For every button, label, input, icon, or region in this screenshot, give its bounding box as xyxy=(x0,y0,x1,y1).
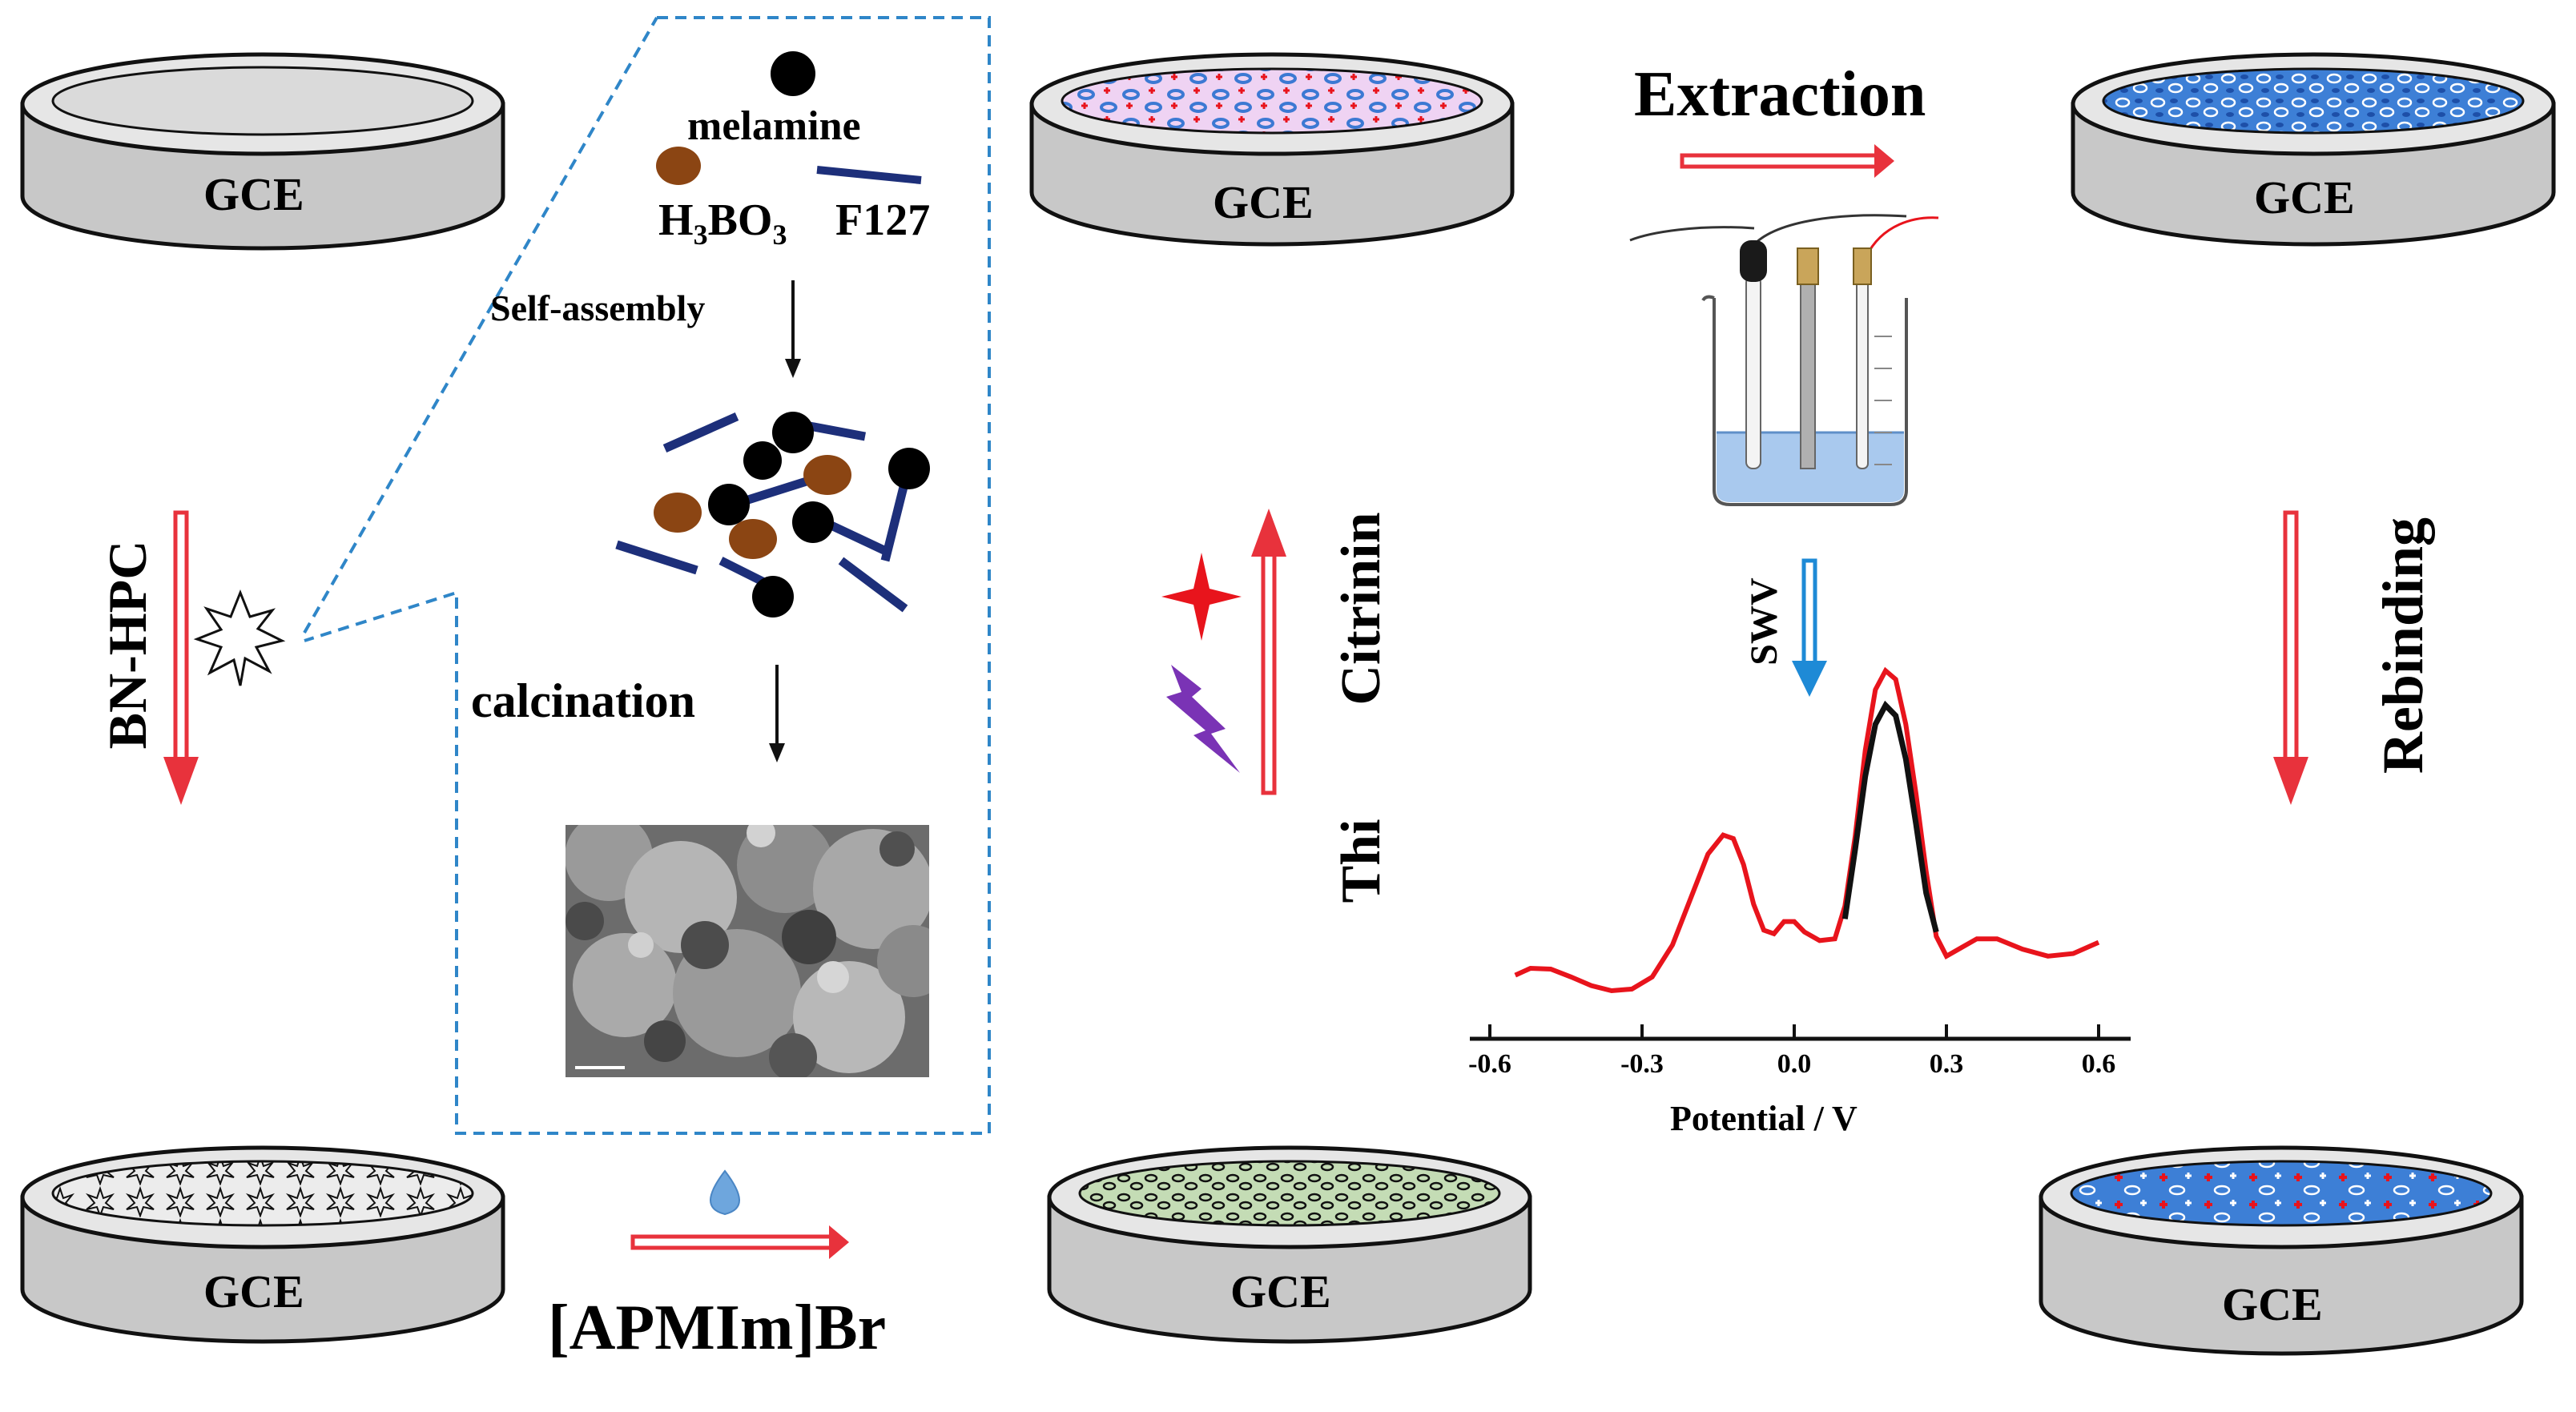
x-tick-label: -0.3 xyxy=(1620,1049,1664,1079)
step-label-extraction: Extraction xyxy=(1634,59,1926,130)
swv-voltammogram xyxy=(1470,666,2131,1041)
x-tick-label: 0.3 xyxy=(1929,1049,1964,1079)
h3bo3-molecule xyxy=(656,147,701,185)
electrode-bn-hpc xyxy=(20,1145,505,1344)
electrode-label-bn-hpc: GCE xyxy=(203,1265,304,1317)
arrow-polymerization-up xyxy=(1251,509,1286,795)
reference-electrode xyxy=(1745,276,1761,469)
series-red-trace xyxy=(1514,666,2100,994)
electrode-label-extracted: GCE xyxy=(2254,171,2355,223)
electrode-ionic-liquid xyxy=(1047,1145,1532,1344)
arrow-rebinding-down xyxy=(2273,510,2308,805)
droplet-icon xyxy=(710,1169,740,1216)
f127-label: F127 xyxy=(835,195,931,245)
electrochemical-cell xyxy=(1629,214,1939,506)
electrode-imprinted xyxy=(1029,52,1515,247)
electrode-bare xyxy=(20,52,505,251)
step-label-citrinin: Citrinin xyxy=(1330,512,1392,706)
x-tick-label: 0.0 xyxy=(1777,1049,1812,1079)
arrow-swv-down xyxy=(1792,558,1827,697)
arrow-apmim-right xyxy=(630,1225,849,1259)
calcination-label: calcination xyxy=(471,674,695,727)
bn-hpc-particle-icon xyxy=(193,589,286,686)
arrow-bnhpc-down xyxy=(163,510,199,805)
step-label-swv: SWV xyxy=(1743,577,1785,666)
synthesis-inset xyxy=(303,16,991,1135)
step-label-rebinding: Rebinding xyxy=(2371,517,2435,774)
sem-image xyxy=(566,825,929,1077)
citrinin-lightning-icon xyxy=(1166,665,1240,773)
melamine-molecule xyxy=(771,51,815,96)
electrode-label-imprinted: GCE xyxy=(1213,176,1314,228)
melamine-label: melamine xyxy=(687,103,861,149)
electrode-rebinding xyxy=(2039,1145,2524,1356)
working-electrode xyxy=(1800,276,1816,469)
electrode-label-bare: GCE xyxy=(203,168,304,220)
step-label-bnhpc: BN-HPC xyxy=(97,540,158,750)
electrode-label-rebinding: GCE xyxy=(2222,1278,2323,1330)
counter-electrode xyxy=(1856,276,1869,469)
step-label-apmim: [APMIm]Br xyxy=(548,1293,887,1363)
electrode-extracted xyxy=(2071,52,2556,247)
series-black-trace xyxy=(1841,700,1939,933)
x-tick-label: 0.6 xyxy=(2081,1049,2116,1079)
inset-border xyxy=(304,16,991,1135)
self-assembled-cluster xyxy=(615,412,930,617)
x-axis-title: Potential / V xyxy=(1670,1099,1858,1138)
arrow-extraction-right xyxy=(1680,144,1894,178)
self-assembly-label: Self-assembly xyxy=(490,288,706,328)
x-tick-label: -0.6 xyxy=(1468,1049,1511,1079)
inset-connector xyxy=(303,17,658,634)
f127-molecule xyxy=(816,166,922,184)
thi-star-icon xyxy=(1161,553,1242,641)
step-label-thi: Thi xyxy=(1330,819,1392,903)
electrode-label-ionic-liquid: GCE xyxy=(1230,1265,1331,1317)
h3bo3-label: H3BO3 xyxy=(658,195,787,251)
